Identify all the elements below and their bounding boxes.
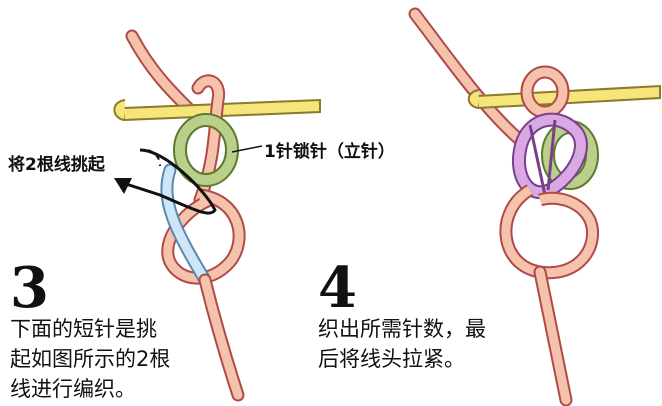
pick-up-label: 将2根线挑起 bbox=[8, 150, 105, 175]
step-4-description: 织出所需针数，最 后将线头拉紧。 bbox=[318, 314, 486, 374]
step-3-number: 3 bbox=[10, 260, 49, 316]
step-3-description: 下面的短针是挑 起如图所示的2根 线进行编织。 bbox=[10, 314, 170, 404]
step-4-number: 4 bbox=[318, 260, 357, 316]
chain-stitch-label: 1针锁针（立针） bbox=[264, 137, 395, 162]
